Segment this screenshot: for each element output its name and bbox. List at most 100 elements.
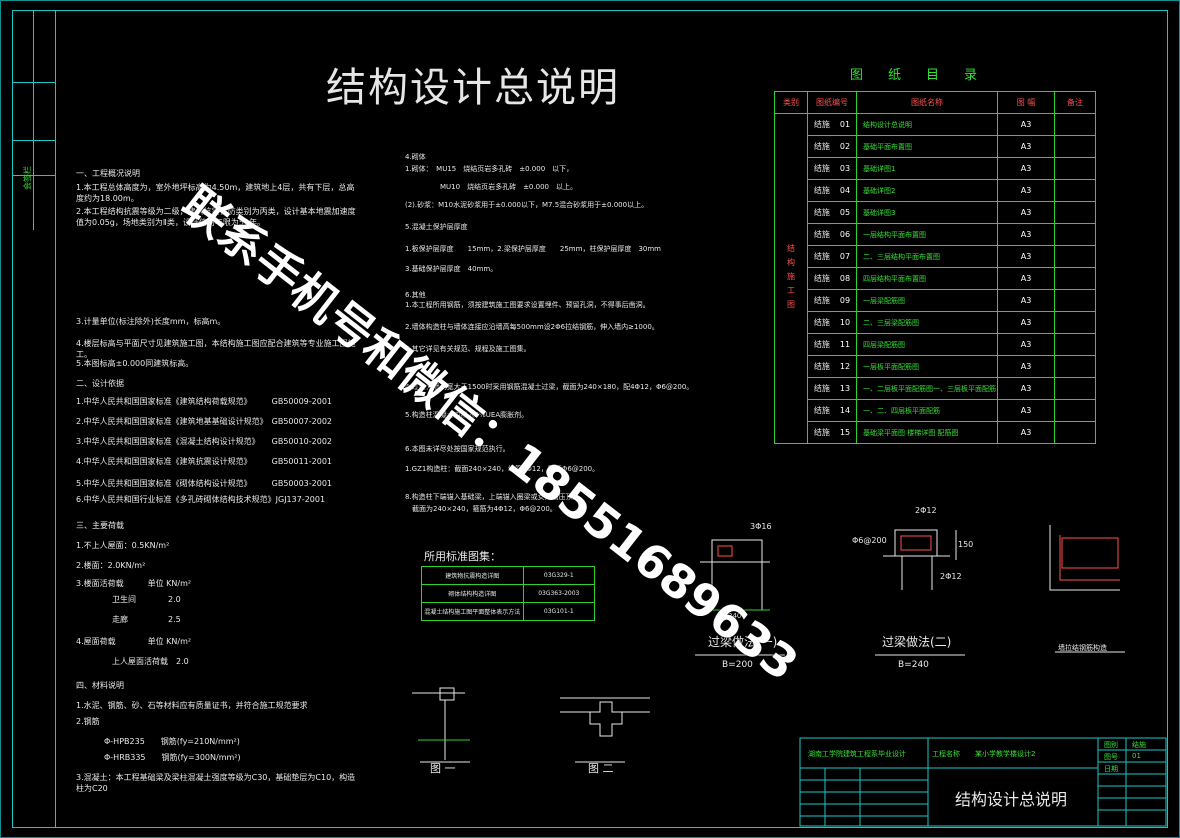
left-note-line: 3.楼面活荷载 单位 KN/m² bbox=[76, 579, 192, 588]
index-code-prefix: 结施 bbox=[813, 186, 830, 195]
index-category: 结构施工图 bbox=[774, 113, 808, 444]
middle-note-line: MU10 烧结页岩多孔砖 ±0.000 以上。 bbox=[405, 183, 577, 191]
atlas-heading: 所用标准图集： bbox=[424, 550, 501, 563]
corner-column bbox=[1061, 537, 1119, 569]
index-code: 结施 15 bbox=[807, 421, 857, 444]
left-note-line: Φ-HRB335 钢筋(fy=300N/mm²) bbox=[96, 753, 241, 762]
lintel1-rebar-label: 3Φ16 bbox=[750, 522, 772, 531]
fig2-cross bbox=[589, 701, 623, 737]
index-code-prefix: 结施 bbox=[813, 142, 830, 151]
middle-note-line: 8.构造柱下端锚入基础梁，上端锚入圈梁或女儿墙压顶。 bbox=[405, 493, 580, 501]
corner-rebar bbox=[1059, 535, 1120, 581]
left-note-line: 6.中华人民共和国行业标准《多孔砖砌体结构技术规范》JGJ137-2001 bbox=[76, 495, 326, 504]
index-code-num: 04 bbox=[839, 186, 851, 195]
index-remark bbox=[1054, 421, 1096, 444]
fig1-block bbox=[439, 687, 455, 701]
drawing-title: 结构设计总说明 bbox=[326, 65, 620, 111]
inner-panel-border bbox=[55, 10, 1168, 828]
left-note-line: 5.本图标高±0.000同建筑标高。 bbox=[76, 359, 194, 368]
index-code-num: 12 bbox=[839, 362, 851, 371]
left-note-line: 4.中华人民共和国国家标准《建筑抗震设计规范》 GB50011-2001 bbox=[76, 457, 333, 466]
lintel1-dim-label: 240 bbox=[728, 612, 742, 620]
middle-note-line: 1.GZ1构造柱：截面240×240，纵筋4Φ12，箍筋Φ6@200。 bbox=[405, 465, 600, 473]
left-note-line: 3.混凝土：本工程基础梁及梁柱混凝土强度等级为C30，基础垫层为C10，构造柱为… bbox=[76, 773, 356, 793]
left-note-line: 卫生间 2.0 bbox=[96, 595, 181, 604]
left-note-line: 1.中华人民共和国国家标准《建筑结构荷载规范》 GB50009-2001 bbox=[76, 397, 333, 406]
left-note-line: 3.计量单位(标注除外)长度mm，标高m。 bbox=[76, 317, 226, 326]
index-code-num: 07 bbox=[839, 252, 851, 261]
left-note-line: 3.中华人民共和国国家标准《混凝土结构设计规范》 GB50010-2002 bbox=[76, 437, 333, 446]
middle-note-line: 3.其它详见有关规范、规程及施工图集。 bbox=[405, 345, 531, 353]
middle-note-line: 1.板保护层厚度 15mm，2.梁保护层厚度 25mm，柱保护层厚度 30mm bbox=[405, 245, 661, 253]
index-code-prefix: 结施 bbox=[813, 318, 830, 327]
middle-note-line: 1.本工程所用钢筋，须按建筑施工图要求设置埋件、预留孔洞，不得事后凿洞。 bbox=[405, 301, 650, 309]
index-code-prefix: 结施 bbox=[813, 252, 830, 261]
middle-note-line: (2).砂浆：M10水泥砂浆用于±0.000以下，M7.5混合砂浆用于±0.00… bbox=[405, 201, 649, 209]
fig1-label: 图 一 bbox=[430, 762, 456, 775]
lintel2-rebar-top: 2Φ12 bbox=[915, 506, 937, 515]
corner-wall bbox=[1049, 525, 1120, 591]
middle-note-line: 6.本图未详尽处按国家规范执行。 bbox=[405, 445, 510, 453]
left-note-line: 1.不上人屋面：0.5KN/m² bbox=[76, 541, 170, 550]
atlas-code: 03G101-1 bbox=[522, 602, 596, 621]
left-note-line: 1.本工程总体高度为，室外地坪标高为4.50m，建筑地上4层，共有下层，总高度约… bbox=[76, 183, 355, 203]
left-note-line: 4.屋面荷载 单位 KN/m² bbox=[76, 637, 192, 646]
left-note-line: 4.楼层标高与平面尺寸见建筑施工图，本结构施工图应配合建筑等专业施工图施工。 bbox=[76, 339, 356, 359]
tb-school: 湖南工学院建筑工程系毕业设计 bbox=[808, 750, 906, 758]
index-code-num: 09 bbox=[839, 296, 851, 305]
lintel1-rebar bbox=[717, 545, 733, 557]
lintel1-label: 过梁做法(一) bbox=[708, 635, 778, 649]
tb-right2: 图号 bbox=[1104, 753, 1118, 761]
lintel2-sub: B=240 bbox=[898, 660, 929, 670]
left-note-line: 二、设计依据 bbox=[76, 379, 124, 388]
lintel1-section bbox=[711, 539, 763, 563]
index-code-prefix: 结施 bbox=[813, 340, 830, 349]
left-note-line: 2.楼面：2.0KN/m² bbox=[76, 561, 146, 570]
middle-note-line: 5.混凝土保护层厚度 bbox=[405, 223, 468, 231]
atlas-name: 混凝土结构施工图平面整体表示方法 bbox=[421, 602, 524, 621]
tb-field-label: 工程名称 bbox=[932, 750, 960, 758]
index-code-prefix: 结施 bbox=[813, 428, 830, 437]
index-code-prefix: 结施 bbox=[813, 120, 830, 129]
left-note-line: 四、材料说明 bbox=[76, 681, 124, 690]
middle-note-line: 4.砌体 bbox=[405, 153, 426, 161]
index-code-prefix: 结施 bbox=[813, 208, 830, 217]
index-heading: 图 纸 目 录 bbox=[850, 68, 984, 83]
index-code-prefix: 结施 bbox=[813, 384, 830, 393]
left-note-line: 2.钢筋 bbox=[76, 717, 100, 726]
left-note-line: 1.水泥、钢筋、砂、石等材料应有质量证书，并符合施工规范要求 bbox=[76, 701, 308, 710]
index-code-num: 03 bbox=[839, 164, 851, 173]
index-code-num: 08 bbox=[839, 274, 851, 283]
corner-label: 墙拉结钢筋构造 bbox=[1058, 644, 1107, 652]
left-note-line: Φ-HPB235 钢筋(fy=210N/mm²) bbox=[96, 737, 240, 746]
index-code-prefix: 结施 bbox=[813, 230, 830, 239]
index-code-prefix: 结施 bbox=[813, 164, 830, 173]
index-code-num: 15 bbox=[839, 428, 851, 437]
fig2-label: 图 二 bbox=[588, 762, 614, 775]
index-code-num: 11 bbox=[839, 340, 851, 349]
title-block-frame bbox=[799, 737, 1167, 827]
tb-right1: 图别 bbox=[1104, 741, 1118, 749]
middle-note-line: 5.构造柱混凝土中掺入5%UEA膨胀剂。 bbox=[405, 411, 529, 419]
lintel2-rebar-bot: 2Φ12 bbox=[940, 572, 962, 581]
middle-note-line: 截面为240×240，箍筋为4Φ12，Φ6@200。 bbox=[405, 505, 557, 513]
lintel2-label: 过梁做法(二) bbox=[882, 635, 952, 649]
lintel1-sub: B=200 bbox=[722, 660, 753, 670]
middle-note-line: 1.砌体： MU15 烧结页岩多孔砖 ±0.000 以下， bbox=[405, 165, 574, 173]
lintel2-rebar bbox=[900, 535, 932, 551]
index-code-num: 06 bbox=[839, 230, 851, 239]
left-note-line: 5.中华人民共和国国家标准《砌体结构设计规范》 GB50003-2001 bbox=[76, 479, 333, 488]
left-note-line: 三、主要荷载 bbox=[76, 521, 124, 530]
